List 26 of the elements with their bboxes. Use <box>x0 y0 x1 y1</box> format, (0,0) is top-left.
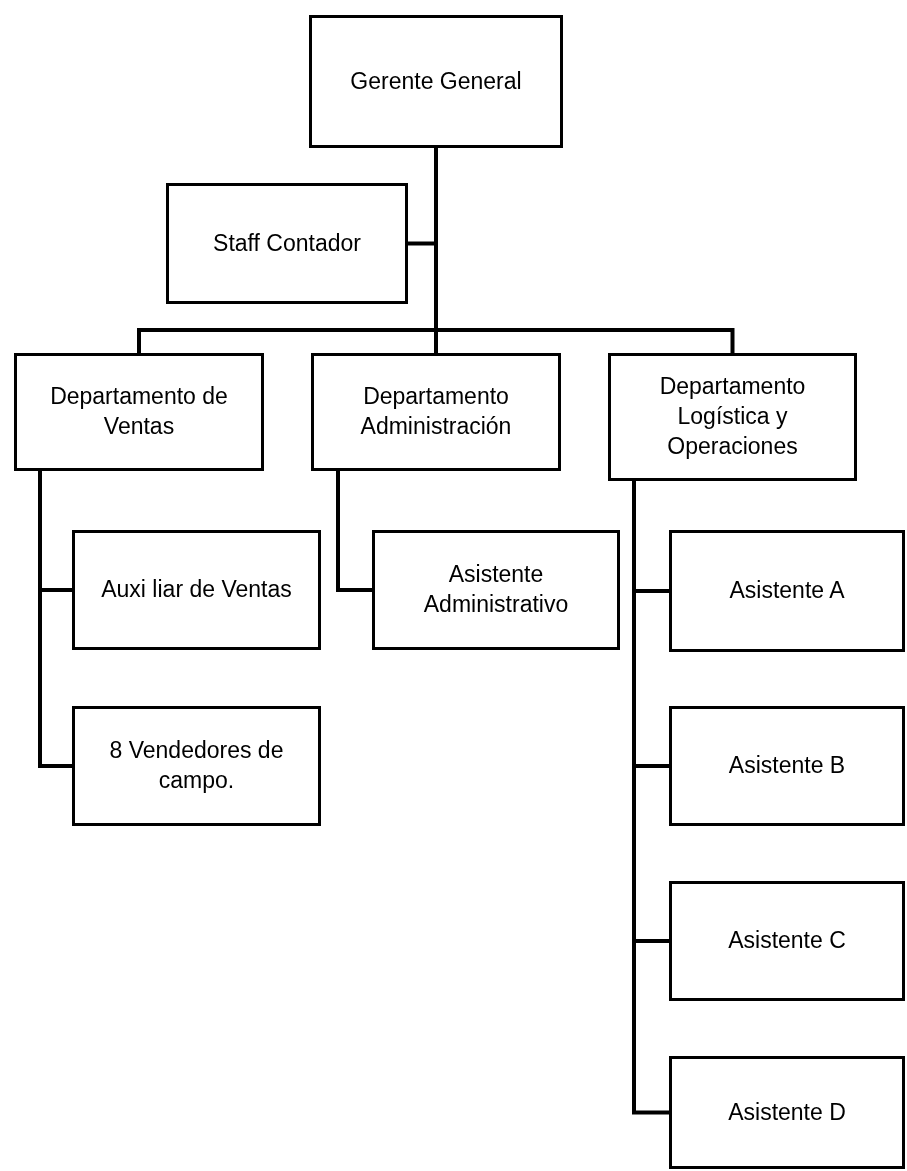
org-box <box>166 183 408 304</box>
role-label: Asistente B <box>728 751 846 781</box>
role-label: Asistente C <box>728 926 846 956</box>
role-label: Staff Contador <box>213 228 361 258</box>
role-label: Departamento Administración <box>359 382 513 441</box>
org-box <box>311 353 561 471</box>
org-box <box>669 706 905 826</box>
org-box <box>669 530 905 652</box>
org-box <box>372 530 620 650</box>
connector-line <box>336 471 372 592</box>
role-label: Auxi liar de Ventas <box>101 575 292 605</box>
org-box <box>608 353 857 481</box>
org-box <box>669 1056 905 1169</box>
role-label: Asistente A <box>729 576 845 606</box>
role-label: Asistente Administrativo <box>422 560 570 619</box>
role-label: 8 Vendedores de campo. <box>108 736 285 795</box>
role-label: Departamento de Ventas <box>49 382 229 441</box>
role-label: Departamento Logística y Operaciones <box>658 372 807 461</box>
role-label: Gerente General <box>350 66 522 96</box>
role-label: Asistente D <box>728 1097 846 1127</box>
org-box <box>72 530 321 650</box>
org-box <box>669 881 905 1001</box>
org-box <box>309 15 563 148</box>
org-box <box>72 706 321 826</box>
org-box <box>14 353 264 471</box>
connector-line <box>434 148 735 353</box>
